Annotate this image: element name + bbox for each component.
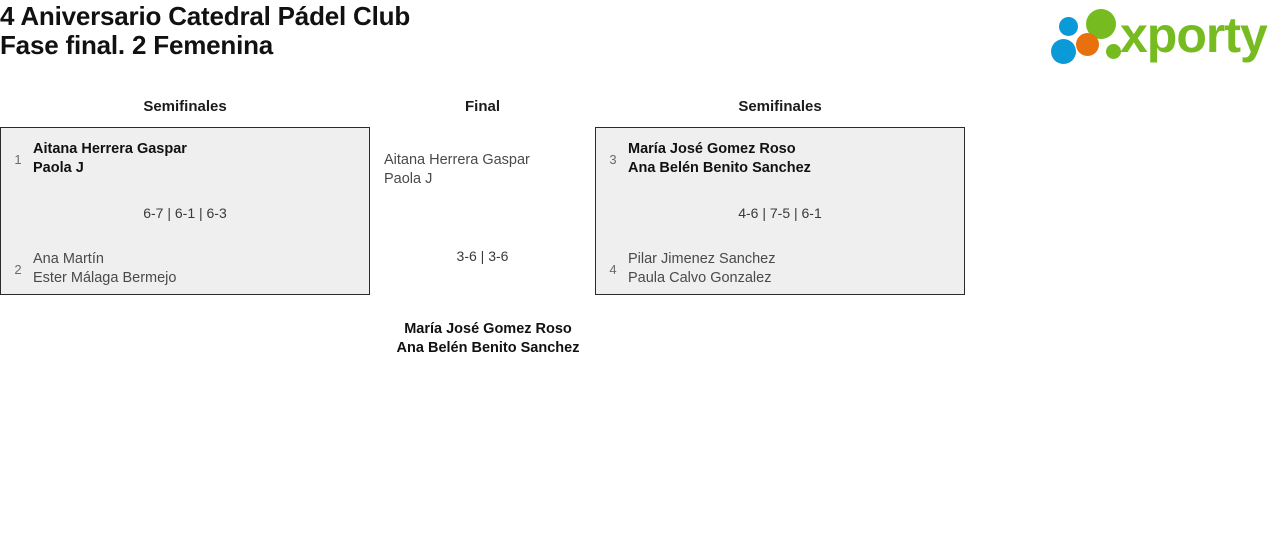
team-seed: 1 <box>14 151 22 167</box>
team-player-2: Ester Málaga Bermejo <box>33 270 177 286</box>
match-semifinal-right[interactable]: 3 María José Gomez Roso Ana Belén Benito… <box>595 127 965 295</box>
team-seed: 4 <box>609 261 617 277</box>
match-team-bottom[interactable]: 2 Ana Martín Ester Málaga Bermejo <box>1 250 369 288</box>
champion-team: María José Gomez Roso Ana Belén Benito S… <box>370 320 606 358</box>
logo-dot-green-small-icon <box>1106 44 1121 59</box>
match-team-top[interactable]: Aitana Herrera Gaspar Paola J <box>370 151 595 189</box>
round-title-final: Final <box>464 98 500 115</box>
tournament-title-line-1: 4 Aniversario Catedral Pádel Club <box>0 1 411 31</box>
team-player-1: Ana Martín <box>33 251 104 267</box>
logo-dot-orange-icon <box>1076 33 1099 56</box>
logo-dots-icon <box>1050 6 1122 64</box>
champion-player-1: María José Gomez Roso <box>404 321 572 337</box>
team-players: Pilar Jimenez Sanchez Paula Calvo Gonzal… <box>622 250 964 288</box>
round-title-semifinals-right: Semifinales <box>738 98 822 115</box>
team-player-2: Paula Calvo Gonzalez <box>628 270 772 286</box>
team-player-2: Paola J <box>33 160 84 176</box>
team-players: Aitana Herrera Gaspar Paola J <box>27 140 369 178</box>
match-team-top[interactable]: 1 Aitana Herrera Gaspar Paola J <box>1 140 369 178</box>
team-player-1: Aitana Herrera Gaspar <box>384 152 530 168</box>
round-title-semifinals-left: Semifinales <box>143 98 227 115</box>
team-player-1: Aitana Herrera Gaspar <box>33 141 187 157</box>
xporty-logo[interactable]: xporty <box>1044 4 1272 66</box>
team-seed: 2 <box>14 261 22 277</box>
logo-wordmark: xporty <box>1120 7 1268 63</box>
match-team-bottom[interactable]: 4 Pilar Jimenez Sanchez Paula Calvo Gonz… <box>596 250 964 288</box>
tournament-title-line-2: Fase final. 2 Femenina <box>0 30 274 60</box>
team-players: Aitana Herrera Gaspar Paola J <box>378 151 595 189</box>
team-player-2: Paola J <box>384 171 433 187</box>
match-score: 6-7 | 6-1 | 6-3 <box>143 205 227 221</box>
match-team-top[interactable]: 3 María José Gomez Roso Ana Belén Benito… <box>596 140 964 178</box>
team-player-1: Pilar Jimenez Sanchez <box>628 251 776 267</box>
team-players: María José Gomez Roso Ana Belén Benito S… <box>622 140 964 178</box>
tournament-title: 4 Aniversario Catedral Pádel Club Fase f… <box>0 2 900 60</box>
champion-player-2: Ana Belén Benito Sanchez <box>396 340 580 356</box>
match-semifinal-left[interactable]: 1 Aitana Herrera Gaspar Paola J 6-7 | 6-… <box>0 127 370 295</box>
team-seed: 3 <box>609 151 617 167</box>
team-player-2: Ana Belén Benito Sanchez <box>628 160 811 176</box>
team-players: Ana Martín Ester Málaga Bermejo <box>27 250 369 288</box>
match-score: 3-6 | 3-6 <box>456 248 509 264</box>
match-final[interactable]: Aitana Herrera Gaspar Paola J 3-6 | 3-6 <box>370 127 595 295</box>
logo-dot-blue-medium-icon <box>1059 17 1078 36</box>
match-score: 4-6 | 7-5 | 6-1 <box>738 205 822 221</box>
page-header: 4 Aniversario Catedral Pádel Club Fase f… <box>0 0 1280 80</box>
team-player-1: María José Gomez Roso <box>628 141 796 157</box>
logo-dot-blue-large-icon <box>1051 39 1076 64</box>
